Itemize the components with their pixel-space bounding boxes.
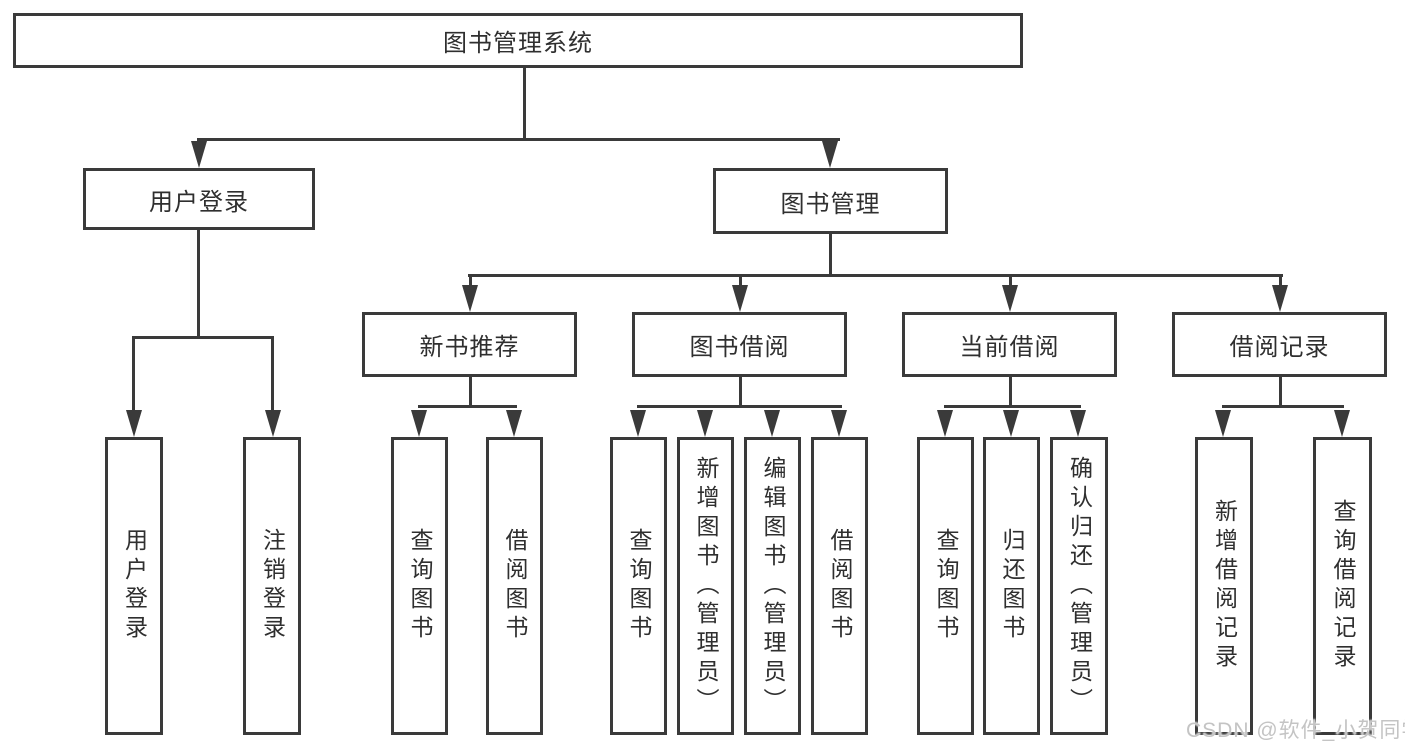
- node-new-books: 新书推荐: [362, 312, 577, 377]
- connector-stub-current-borrow: [1009, 277, 1012, 289]
- arrowhead-cb-confirm: [1070, 410, 1086, 437]
- node-borrow-records: 借阅记录: [1172, 312, 1387, 377]
- arrowhead-to-current-borrow: [1002, 285, 1018, 312]
- leaf-nb-borrow-books: 借阅图书: [486, 437, 543, 735]
- node-book-borrow: 图书借阅: [632, 312, 847, 377]
- connector-bookmgmt-stem: [829, 234, 832, 274]
- leaf-cb-return-books: 归还图书: [983, 437, 1040, 735]
- arrowhead-to-book-borrow: [732, 285, 748, 312]
- connector-userlogin-bus: [132, 336, 274, 339]
- arrowhead-cb-return: [1003, 410, 1019, 437]
- arrowhead-bb-query: [630, 410, 646, 437]
- csdn-watermark: CSDN @软件_小贺同学: [1186, 719, 1405, 742]
- arrowhead-to-login: [126, 410, 142, 437]
- connector-currentborrow-stem: [1009, 377, 1012, 405]
- connector-stub-book-borrow: [739, 277, 742, 289]
- connector-root-stem: [523, 68, 526, 138]
- leaf-bb-add-books-admin: 新增图书（管理员）: [677, 437, 734, 735]
- arrowhead-bb-add: [697, 410, 713, 437]
- leaf-logout: 注销登录: [243, 437, 301, 735]
- node-book-mgmt: 图书管理: [713, 168, 948, 234]
- leaf-br-query-record: 查询借阅记录: [1313, 437, 1372, 735]
- connector-borrowrecords-bus: [1222, 405, 1344, 408]
- connector-borrowrecords-stem: [1279, 377, 1282, 405]
- arrowhead-bb-borrow: [831, 410, 847, 437]
- arrowhead-to-book-mgmt: [822, 141, 838, 168]
- arrowhead-to-borrow-records: [1272, 285, 1288, 312]
- arrowhead-br-query: [1334, 410, 1350, 437]
- connector-stub-borrow-records: [1279, 277, 1282, 289]
- arrowhead-cb-query: [937, 410, 953, 437]
- connector-stub-new-books: [469, 277, 472, 289]
- leaf-bb-query-books: 查询图书: [610, 437, 667, 735]
- arrowhead-nb-borrow: [506, 410, 522, 437]
- arrowhead-nb-query: [411, 410, 427, 437]
- arrowhead-bb-edit: [764, 410, 780, 437]
- connector-newbooks-stem: [469, 377, 472, 405]
- connector-bookborrow-stem: [739, 377, 742, 405]
- leaf-user-login: 用户登录: [105, 437, 163, 735]
- leaf-bb-borrow-books: 借阅图书: [811, 437, 868, 735]
- node-user-login: 用户登录: [83, 168, 315, 230]
- connector-currentborrow-bus: [944, 405, 1081, 408]
- leaf-cb-confirm-return-admin: 确认归还（管理员）: [1050, 437, 1108, 735]
- leaf-bb-edit-books-admin: 编辑图书（管理员）: [744, 437, 801, 735]
- connector-newbooks-bus: [418, 405, 517, 408]
- leaf-br-add-record: 新增借阅记录: [1195, 437, 1253, 735]
- node-root-library-system: 图书管理系统: [13, 13, 1023, 68]
- connector-userlogin-drop-2: [271, 339, 274, 412]
- connector-bookborrow-bus: [637, 405, 842, 408]
- node-current-borrow: 当前借阅: [902, 312, 1117, 377]
- leaf-nb-query-books: 查询图书: [391, 437, 448, 735]
- connector-userlogin-stem: [197, 230, 200, 336]
- connector-userlogin-drop-1: [132, 339, 135, 412]
- arrowhead-to-logout: [265, 410, 281, 437]
- arrowhead-br-add: [1215, 410, 1231, 437]
- connector-root-bus: [197, 138, 840, 141]
- leaf-cb-query-books: 查询图书: [917, 437, 974, 735]
- connector-bookmgmt-bus: [468, 274, 1283, 277]
- arrowhead-to-new-books: [462, 285, 478, 312]
- arrowhead-to-user-login: [191, 141, 207, 168]
